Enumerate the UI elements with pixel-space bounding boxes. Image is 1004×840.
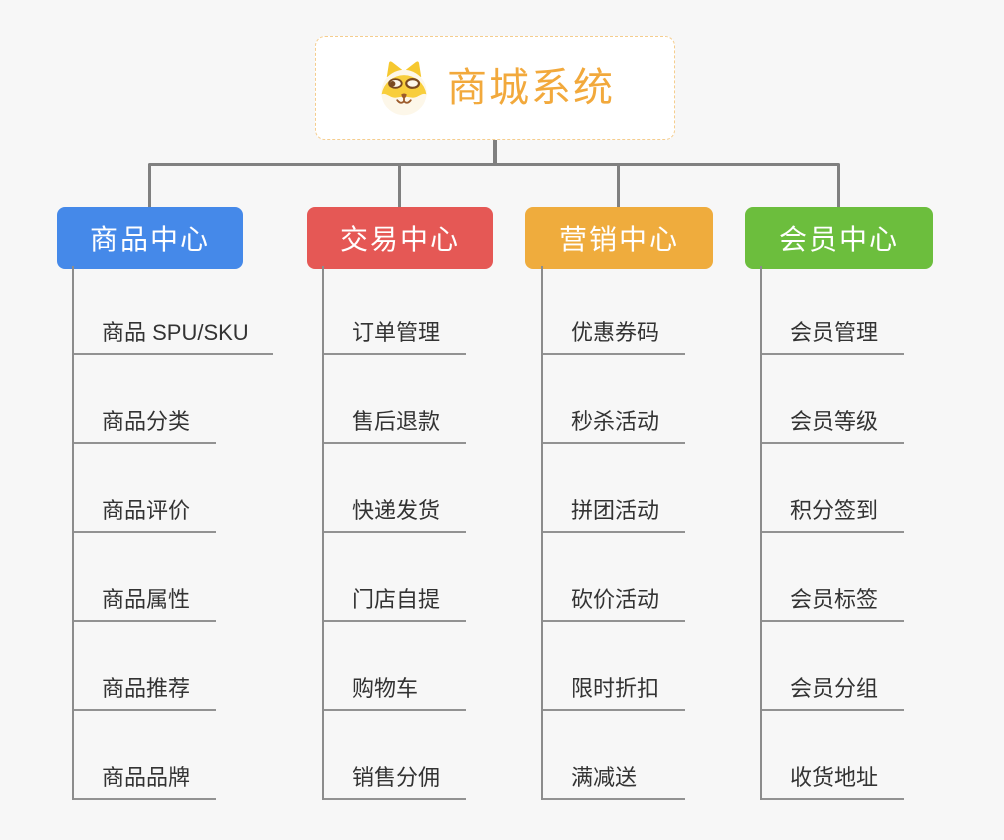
child-node[interactable]: 满减送	[543, 711, 685, 800]
child-node[interactable]: 会员管理	[762, 266, 904, 355]
connector-branch-stub	[837, 164, 840, 207]
child-node[interactable]: 砍价活动	[543, 533, 685, 622]
child-node[interactable]: 限时折扣	[543, 622, 685, 711]
dog-face-icon	[381, 61, 427, 116]
branch-children-product: 商品 SPU/SKU 商品分类 商品评价 商品属性 商品推荐 商品品牌	[72, 266, 273, 800]
child-node[interactable]: 商品品牌	[74, 711, 216, 800]
branch-children-trade: 订单管理 售后退款 快递发货 门店自提 购物车 销售分佣	[322, 266, 466, 800]
branch-node-marketing-center[interactable]: 营销中心	[525, 207, 713, 269]
child-node[interactable]: 购物车	[324, 622, 466, 711]
child-node[interactable]: 积分签到	[762, 444, 904, 533]
child-node[interactable]: 门店自提	[324, 533, 466, 622]
child-node[interactable]: 拼团活动	[543, 444, 685, 533]
branch-children-member: 会员管理 会员等级 积分签到 会员标签 会员分组 收货地址	[760, 266, 904, 800]
child-node[interactable]: 商品 SPU/SKU	[74, 266, 273, 355]
root-title: 商城系统	[447, 66, 615, 110]
child-node[interactable]: 优惠券码	[543, 266, 685, 355]
connector-branch-stub	[398, 164, 401, 207]
child-node[interactable]: 售后退款	[324, 355, 466, 444]
child-node[interactable]: 销售分佣	[324, 711, 466, 800]
child-node[interactable]: 商品推荐	[74, 622, 216, 711]
child-node[interactable]: 秒杀活动	[543, 355, 685, 444]
child-node[interactable]: 订单管理	[324, 266, 466, 355]
branch-children-marketing: 优惠券码 秒杀活动 拼团活动 砍价活动 限时折扣 满减送	[541, 266, 685, 800]
child-node[interactable]: 快递发货	[324, 444, 466, 533]
child-node[interactable]: 会员标签	[762, 533, 904, 622]
branch-node-trade-center[interactable]: 交易中心	[307, 207, 493, 269]
connector-root-stub	[493, 140, 497, 165]
branch-node-product-center[interactable]: 商品中心	[57, 207, 243, 269]
branch-node-member-center[interactable]: 会员中心	[745, 207, 933, 269]
child-node[interactable]: 会员分组	[762, 622, 904, 711]
root-node[interactable]: 商城系统	[315, 36, 675, 140]
child-node[interactable]: 商品属性	[74, 533, 216, 622]
connector-branch-stub	[148, 164, 151, 207]
connector-branch-stub	[617, 164, 620, 207]
child-node[interactable]: 商品分类	[74, 355, 216, 444]
child-node[interactable]: 会员等级	[762, 355, 904, 444]
connector-horizontal-line	[148, 163, 840, 166]
child-node[interactable]: 商品评价	[74, 444, 216, 533]
child-node[interactable]: 收货地址	[762, 711, 904, 800]
